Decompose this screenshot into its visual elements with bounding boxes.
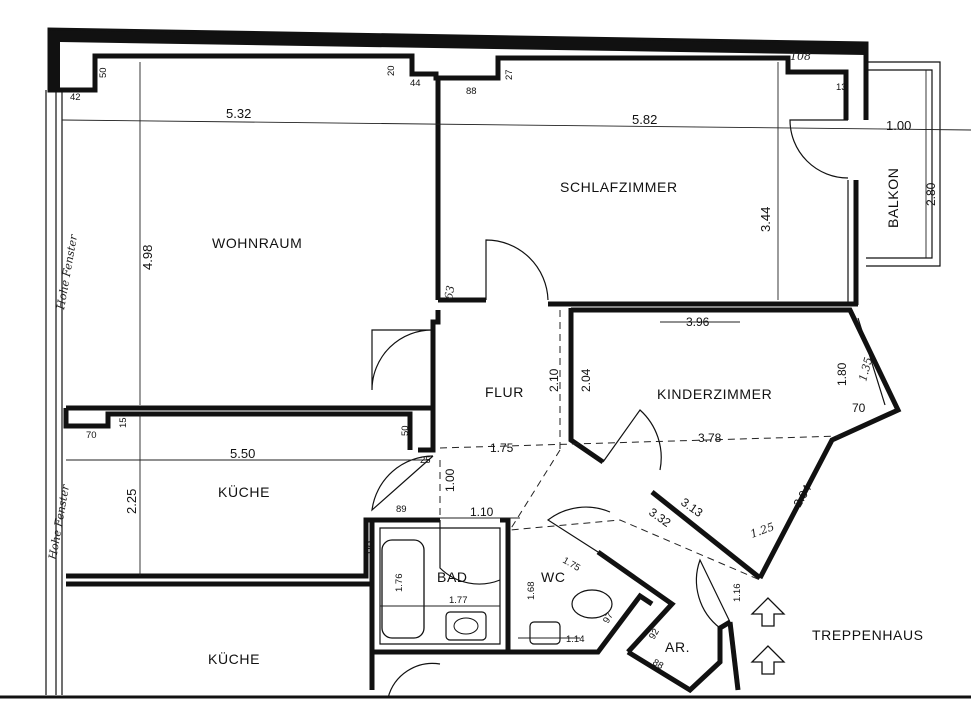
label-kinderzimmer: KINDERZIMMER bbox=[657, 386, 772, 402]
balcony-outline bbox=[866, 61, 941, 267]
dimension-lines bbox=[61, 62, 971, 639]
dim-kueche-width: 5.50 bbox=[230, 446, 255, 461]
wall-ar bbox=[626, 619, 732, 694]
wall-wc bbox=[508, 592, 654, 655]
hand-125: 1.25 bbox=[749, 520, 776, 541]
dim-bad-depth: 1.76 bbox=[394, 574, 405, 593]
door-kinder bbox=[602, 409, 662, 471]
arrow-up-1 bbox=[750, 597, 786, 627]
label-bad: BAD bbox=[437, 569, 468, 585]
label-wohnraum: WOHNRAUM bbox=[212, 235, 302, 251]
dim-top-20: 20 bbox=[386, 65, 397, 76]
hand-note-left-2: Hohe Fenster bbox=[46, 483, 72, 562]
dim-wc-1-14: 1.14 bbox=[566, 634, 585, 645]
dim-kinder-bay: 70 bbox=[852, 401, 866, 415]
wall-stair bbox=[727, 621, 741, 691]
dim-kueche-15: 15 bbox=[118, 417, 129, 428]
hand-135: 1.35 bbox=[856, 356, 875, 383]
dim-top-13: 13 bbox=[836, 82, 847, 93]
dim-kueche-89: 89 bbox=[396, 504, 407, 515]
label-kueche-2: KÜCHE bbox=[208, 650, 260, 667]
dim-wohnraum-depth: 4.98 bbox=[140, 245, 155, 270]
bad-sink-bowl bbox=[453, 617, 479, 635]
door-lower bbox=[387, 662, 441, 699]
door-schlaf bbox=[485, 239, 549, 301]
dim-ar-88: 88 bbox=[651, 657, 666, 672]
label-treppenhaus: TREPPENHAUS bbox=[812, 627, 924, 643]
label-flur: FLUR bbox=[485, 384, 524, 400]
dim-small-25: 25 bbox=[420, 455, 431, 466]
dim-flur-depth: 2.10 bbox=[547, 368, 561, 392]
wall-kinder-bottom bbox=[650, 490, 762, 580]
door-kueche bbox=[371, 455, 434, 512]
dimension-labels: 5.32 4.98 5.82 3.44 1.00 2.80 3.96 3.78 … bbox=[70, 65, 938, 671]
dashline-flur bbox=[439, 435, 841, 449]
dim-wc-97: 97 bbox=[601, 611, 616, 626]
wall-bad-inner bbox=[379, 527, 501, 645]
door-wohnraum bbox=[371, 329, 434, 391]
kinder-bay-window bbox=[857, 317, 886, 406]
door-bad bbox=[439, 520, 501, 585]
dim-stair-1-16: 1.16 bbox=[732, 584, 743, 603]
dim-kueche-50: 50 bbox=[400, 425, 411, 436]
dim-kinder-wall-b: 1.80 bbox=[835, 362, 849, 386]
dim-wohnraum-width: 5.32 bbox=[226, 106, 251, 121]
hand-108: 108 bbox=[790, 50, 811, 63]
wall-kueche-bottom bbox=[66, 517, 372, 579]
stair-arrows bbox=[750, 597, 786, 675]
wall-wc-right bbox=[596, 549, 676, 654]
hand-63: 63 bbox=[442, 284, 457, 300]
dim-ar-92: 92 bbox=[647, 627, 662, 642]
wall-kueche-top bbox=[63, 408, 413, 450]
fixtures bbox=[381, 539, 613, 645]
dim-top-44: 44 bbox=[410, 78, 421, 89]
wall-wohn-kueche bbox=[66, 405, 436, 453]
dashline-flur-diag bbox=[509, 449, 761, 581]
label-balkon: BALKON bbox=[885, 168, 901, 228]
dim-balkon-length: 2.80 bbox=[924, 182, 938, 206]
arrow-up-2 bbox=[750, 645, 786, 675]
dim-top-42: 42 bbox=[70, 92, 81, 103]
dim-schlaf-width: 5.82 bbox=[632, 112, 657, 127]
bad-sink bbox=[445, 611, 487, 641]
room-labels: WOHNRAUM SCHLAFZIMMER KINDERZIMMER FLUR … bbox=[208, 168, 924, 667]
dim-schlaf-depth: 3.44 bbox=[758, 207, 773, 232]
dim-flur-width: 1.75 bbox=[490, 441, 514, 455]
wall-wohn-schlaf-b bbox=[430, 310, 441, 408]
dim-kinder-diag: 3.78 bbox=[698, 431, 722, 445]
dim-kinder-wall-c: 2.04 bbox=[790, 482, 814, 510]
wall-kinder-top bbox=[571, 307, 902, 580]
dimline-main-horizontal bbox=[61, 119, 971, 131]
dim-balkon-width: 1.00 bbox=[886, 118, 911, 133]
dim-wc-depth: 1.68 bbox=[526, 582, 537, 601]
dim-top-88: 88 bbox=[466, 86, 477, 97]
label-schlafzimmer: SCHLAFZIMMER bbox=[560, 179, 678, 195]
door-entry bbox=[695, 558, 731, 629]
label-kueche-1: KÜCHE bbox=[218, 483, 270, 500]
dim-flur-lower: 1.00 bbox=[443, 468, 457, 492]
label-wc: WC bbox=[541, 569, 566, 585]
outer-wall-top-thick bbox=[50, 30, 866, 88]
door-wc bbox=[546, 506, 611, 553]
dim-top-27: 27 bbox=[504, 69, 515, 80]
wc-sink bbox=[529, 621, 561, 645]
wc-toilet bbox=[571, 589, 613, 619]
dim-kinder-width: 3.96 bbox=[686, 315, 710, 329]
walls bbox=[0, 27, 971, 699]
dim-kinder-wall-a: 2.04 bbox=[579, 368, 593, 392]
label-ar: AR. bbox=[665, 639, 690, 655]
dim-kueche-70: 70 bbox=[86, 430, 97, 441]
dim-bad-width: 1.77 bbox=[449, 595, 468, 606]
dim-kueche-wall: 68 bbox=[361, 540, 375, 554]
door-balkon bbox=[789, 119, 849, 179]
dim-kueche-depth: 2.25 bbox=[124, 489, 139, 514]
balcony-outline-inner bbox=[866, 69, 933, 259]
dim-top-50: 50 bbox=[98, 67, 109, 78]
bathtub bbox=[381, 539, 425, 639]
wall-kinder-left bbox=[568, 308, 605, 465]
dim-flur-lower-width: 1.10 bbox=[470, 505, 494, 519]
hand-note-left-1: Hohe Fenster bbox=[54, 233, 80, 312]
doors bbox=[371, 119, 849, 699]
